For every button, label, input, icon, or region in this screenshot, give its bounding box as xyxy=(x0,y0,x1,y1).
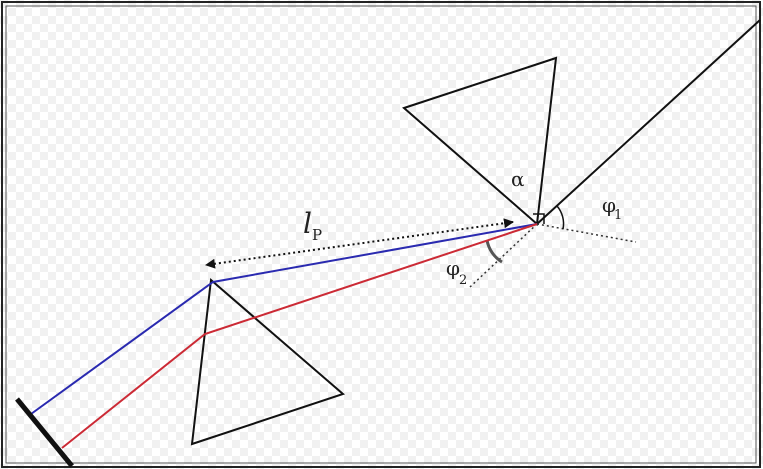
angle-2-subscript: 2 xyxy=(459,273,467,288)
angle-arc-phi1 xyxy=(556,205,565,230)
frame-border-inner xyxy=(5,5,757,464)
angle-1-subscript: 1 xyxy=(614,208,622,223)
incoming-beam xyxy=(536,19,761,225)
end-mirror xyxy=(15,397,74,468)
path-length-arrow xyxy=(205,218,514,269)
right-angle-marker xyxy=(533,213,545,224)
upper-prism xyxy=(402,56,558,227)
path-length-label: l xyxy=(303,207,312,240)
apex-angle-label: α xyxy=(511,167,525,191)
angle-2-label: φ xyxy=(446,256,460,280)
angle-1-label: φ xyxy=(602,193,616,217)
dotted-normal-line xyxy=(536,223,637,243)
path-length-subscript: P xyxy=(312,226,322,244)
lower-prism xyxy=(190,278,345,446)
